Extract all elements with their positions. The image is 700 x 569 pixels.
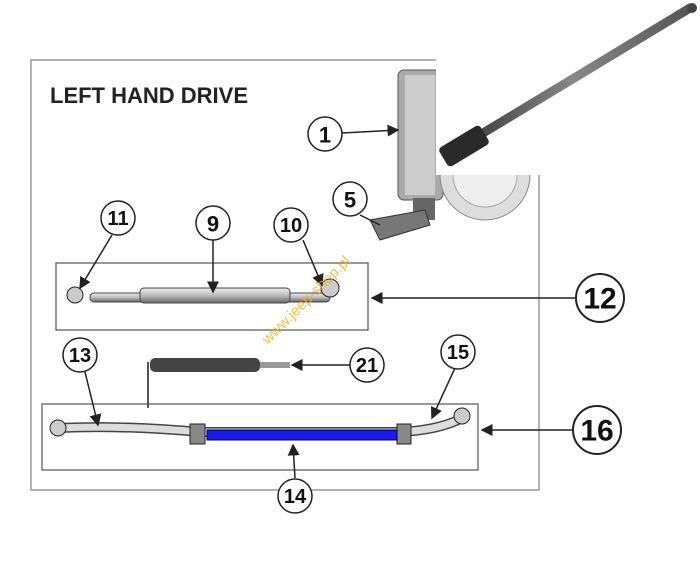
callout-label: 10 xyxy=(280,215,302,237)
callout-label: 21 xyxy=(356,355,378,377)
callout-label: 11 xyxy=(107,208,128,230)
tie-rod-box xyxy=(41,403,479,471)
tie-rod-tube-highlight xyxy=(206,429,398,441)
callout-label: 1 xyxy=(319,123,331,148)
callout-label: 14 xyxy=(284,486,307,508)
callout-label: 15 xyxy=(447,342,469,364)
drag-link-box xyxy=(55,262,369,331)
steering-damper xyxy=(147,358,290,408)
callout-13: 13 xyxy=(62,337,98,373)
callout-1: 1 xyxy=(307,116,343,152)
callout-label: 5 xyxy=(344,188,356,213)
tie-rod xyxy=(49,407,471,445)
callout-10: 10 xyxy=(273,207,309,243)
callout-5: 5 xyxy=(332,181,368,217)
callout-11: 11 xyxy=(100,200,136,236)
callout-label: 16 xyxy=(580,415,613,448)
tie-rod-photo-inset xyxy=(436,0,700,175)
callout-label: 9 xyxy=(207,212,219,237)
drag-link xyxy=(66,278,340,304)
leader-lines xyxy=(79,124,575,479)
callout-9: 9 xyxy=(195,205,231,241)
pitman-arm xyxy=(369,209,431,241)
diagram-title: LEFT HAND DRIVE xyxy=(50,83,248,108)
callout-label: 12 xyxy=(583,283,616,316)
callout-15: 15 xyxy=(440,334,476,370)
callout-21: 21 xyxy=(349,347,385,383)
callout-16: 16 xyxy=(572,405,622,455)
callout-12: 12 xyxy=(575,273,625,323)
callout-14: 14 xyxy=(277,478,313,514)
callout-label: 13 xyxy=(69,345,91,367)
